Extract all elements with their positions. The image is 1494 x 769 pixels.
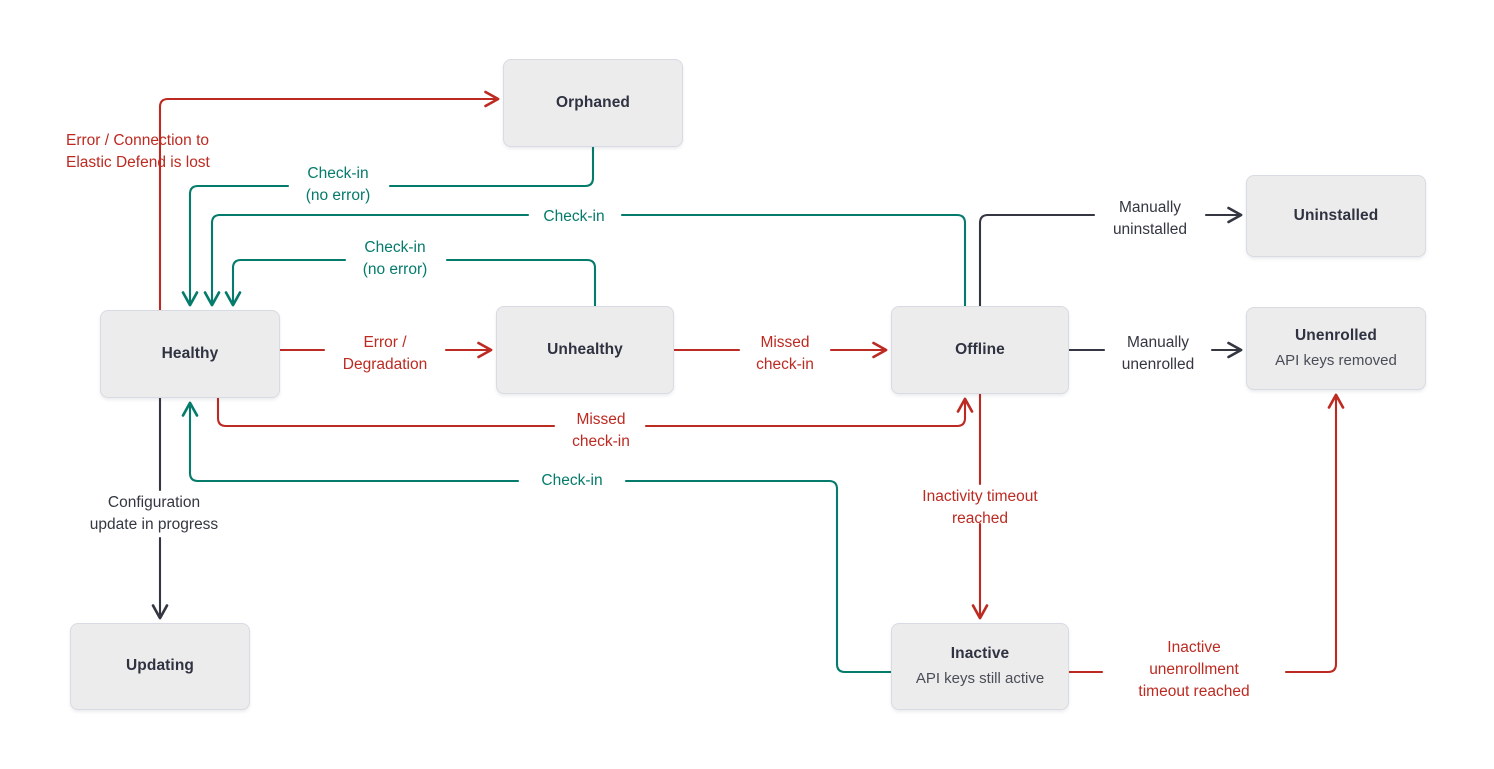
node-title: Updating — [126, 657, 194, 675]
edge-label-error-degradation: Error / Degradation — [342, 334, 428, 373]
node-subtitle: API keys still active — [915, 669, 1045, 687]
edge-label-checkin-bottom: Check-in — [541, 472, 603, 489]
edge-offline-to-uninstalled — [978, 215, 1240, 308]
state-node-orphaned[interactable]: Orphaned — [503, 59, 683, 147]
state-node-updating[interactable]: Updating — [70, 623, 250, 710]
edge-offline-to-healthy — [212, 213, 967, 306]
state-node-unhealthy[interactable]: Unhealthy — [496, 306, 674, 394]
state-node-uninstalled[interactable]: Uninstalled — [1246, 175, 1426, 257]
edge-label-manually-unenrolled: Manually unenrolled — [1121, 334, 1195, 373]
edge-label-checkin-offline: Check-in — [543, 208, 605, 225]
node-title: Healthy — [161, 344, 219, 362]
state-node-offline[interactable]: Offline — [891, 306, 1069, 394]
node-title: Uninstalled — [1293, 206, 1379, 224]
state-node-healthy[interactable]: Healthy — [100, 310, 280, 398]
edge-healthy-to-offline — [216, 398, 965, 428]
edge-label-checkin-no-error-mid: Check-in (no error) — [362, 239, 428, 278]
edge-inactive-to-unenrolled — [1067, 396, 1336, 674]
edge-label-missed-checkin-unhealthy: Missed check-in — [756, 334, 814, 373]
edge-label-inactive-unenrollment: Inactive unenrollment timeout reached — [1138, 639, 1250, 700]
edge-orphaned-to-healthy — [190, 145, 595, 304]
node-title: Unenrolled — [1295, 327, 1377, 345]
node-title: Inactive — [950, 645, 1010, 663]
edge-unhealthy-to-healthy — [233, 258, 597, 306]
edge-label-config-update: Configuration update in progress — [89, 494, 219, 533]
edge-label-error-connection-lost: Error / Connection to Elastic Defend is … — [66, 132, 210, 171]
node-title: Unhealthy — [547, 340, 623, 358]
edge-inactive-to-healthy — [190, 404, 893, 674]
state-node-unenrolled[interactable]: Unenrolled API keys removed — [1246, 307, 1426, 390]
edge-label-checkin-no-error-top: Check-in (no error) — [305, 165, 371, 204]
node-title: Orphaned — [555, 93, 630, 111]
edge-label-inactivity-timeout: Inactivity timeout reached — [922, 488, 1038, 527]
edge-healthy-to-orphaned — [158, 90, 500, 312]
node-title: Offline — [955, 340, 1005, 358]
state-node-inactive[interactable]: Inactive API keys still active — [891, 623, 1069, 710]
edge-label-manually-uninstalled: Manually uninstalled — [1112, 199, 1188, 238]
edge-label-missed-checkin-healthy: Missed check-in — [572, 411, 630, 450]
node-subtitle: API keys removed — [1275, 351, 1397, 369]
